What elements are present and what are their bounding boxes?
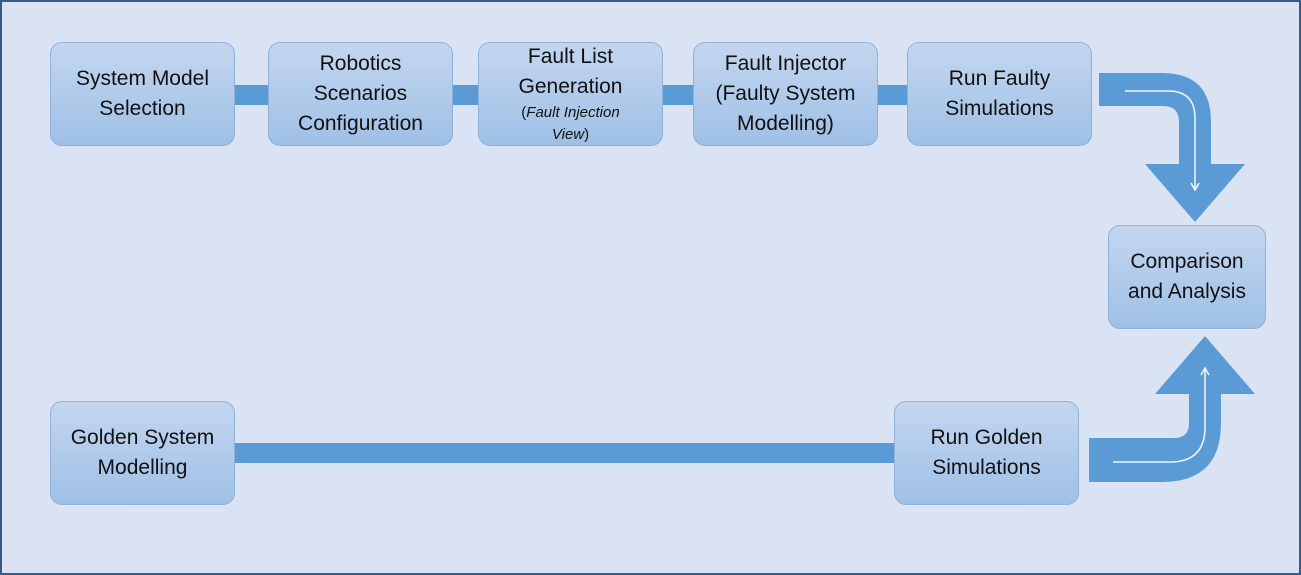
note-paren-open: ( (521, 104, 527, 121)
fault-injection-view-note: (Fault Injection (521, 102, 619, 124)
box-label: Simulations (932, 456, 1041, 479)
box-label: Scenarios (313, 82, 408, 105)
system-model-selection-box: System Model Selection (50, 42, 235, 146)
box-label: Simulations (945, 97, 1054, 120)
box-label: Comparison (1130, 250, 1244, 273)
golden-system-modelling-box: Golden System Modelling (50, 401, 235, 505)
box-label: Robotics (319, 52, 402, 75)
run-golden-simulations-box: Run Golden Simulations (894, 401, 1079, 505)
box-label: Golden System (70, 426, 215, 449)
comparison-and-analysis-box: Comparison and Analysis (1108, 225, 1266, 329)
connector-injector-to-run-faulty (878, 85, 911, 105)
note-italic-text: Fault Injection (526, 104, 620, 121)
note-paren-close: ) (584, 126, 590, 143)
arrow-faulty-to-comparison (1099, 73, 1245, 222)
connector-faultlist-to-injector (662, 85, 697, 105)
box-label: Fault List (527, 45, 614, 68)
box-label: Modelling (97, 456, 188, 479)
run-faulty-simulations-box: Run Faulty Simulations (907, 42, 1092, 146)
box-label: Modelling) (737, 112, 834, 135)
fault-injection-view-note-2: View) (552, 124, 589, 146)
box-label: Selection (99, 97, 186, 120)
box-label: Run Golden (930, 426, 1043, 449)
fault-list-generation-box: Fault List Generation (Fault Injection V… (478, 42, 663, 146)
connector-golden-to-run-golden (234, 443, 898, 463)
box-label: System Model (75, 67, 210, 90)
fault-injector-box: Fault Injector (Faulty System Modelling) (693, 42, 878, 146)
box-label: Configuration (298, 112, 423, 135)
arrow-golden-to-comparison (1089, 336, 1255, 482)
box-label: Run Faulty (948, 67, 1051, 90)
box-label: Generation (518, 75, 623, 98)
note-italic-text: View (551, 126, 585, 143)
box-label: and Analysis (1128, 280, 1246, 303)
connector-model-to-scenarios (234, 85, 272, 105)
robotics-scenarios-configuration-box: Robotics Scenarios Configuration (268, 42, 453, 146)
connector-scenarios-to-faultlist (452, 85, 482, 105)
box-label: (Faulty System (715, 82, 856, 105)
box-label: Fault Injector (724, 52, 847, 75)
